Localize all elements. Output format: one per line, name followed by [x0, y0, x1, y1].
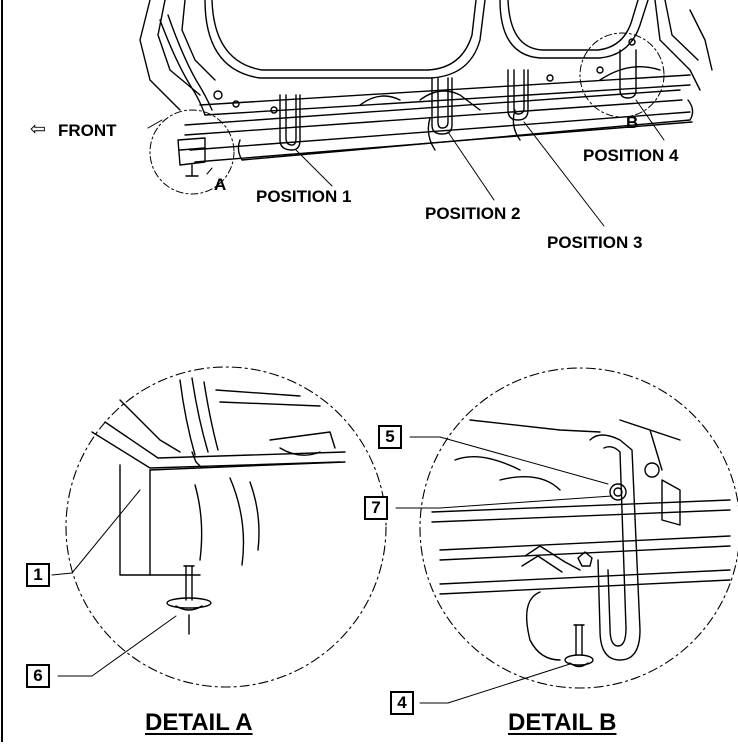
detail-b-marker: B [626, 113, 639, 132]
position-1-label: POSITION 1 [256, 187, 352, 206]
callout-leaders [51, 436, 613, 704]
callout-6: 6 [26, 664, 50, 688]
detail-b-drawing [419, 367, 738, 689]
position-4-label: POSITION 4 [583, 146, 679, 165]
position-leaders [147, 99, 665, 227]
callout-1: 1 [26, 563, 50, 587]
front-arrow-icon: ⇦ [30, 119, 46, 140]
overview-assembly [139, 0, 713, 177]
callout-5: 5 [378, 425, 402, 449]
detail-a-drawing [65, 366, 387, 688]
detail-b-title: DETAIL B [508, 709, 617, 736]
detail-circles-overview [149, 32, 665, 195]
front-label: FRONT [58, 121, 117, 140]
callout-4: 4 [390, 691, 414, 715]
position-3-label: POSITION 3 [547, 233, 643, 252]
position-2-label: POSITION 2 [425, 204, 521, 223]
detail-a-marker: A [214, 175, 227, 194]
callout-7: 7 [364, 496, 388, 520]
detail-a-title: DETAIL A [145, 709, 253, 736]
